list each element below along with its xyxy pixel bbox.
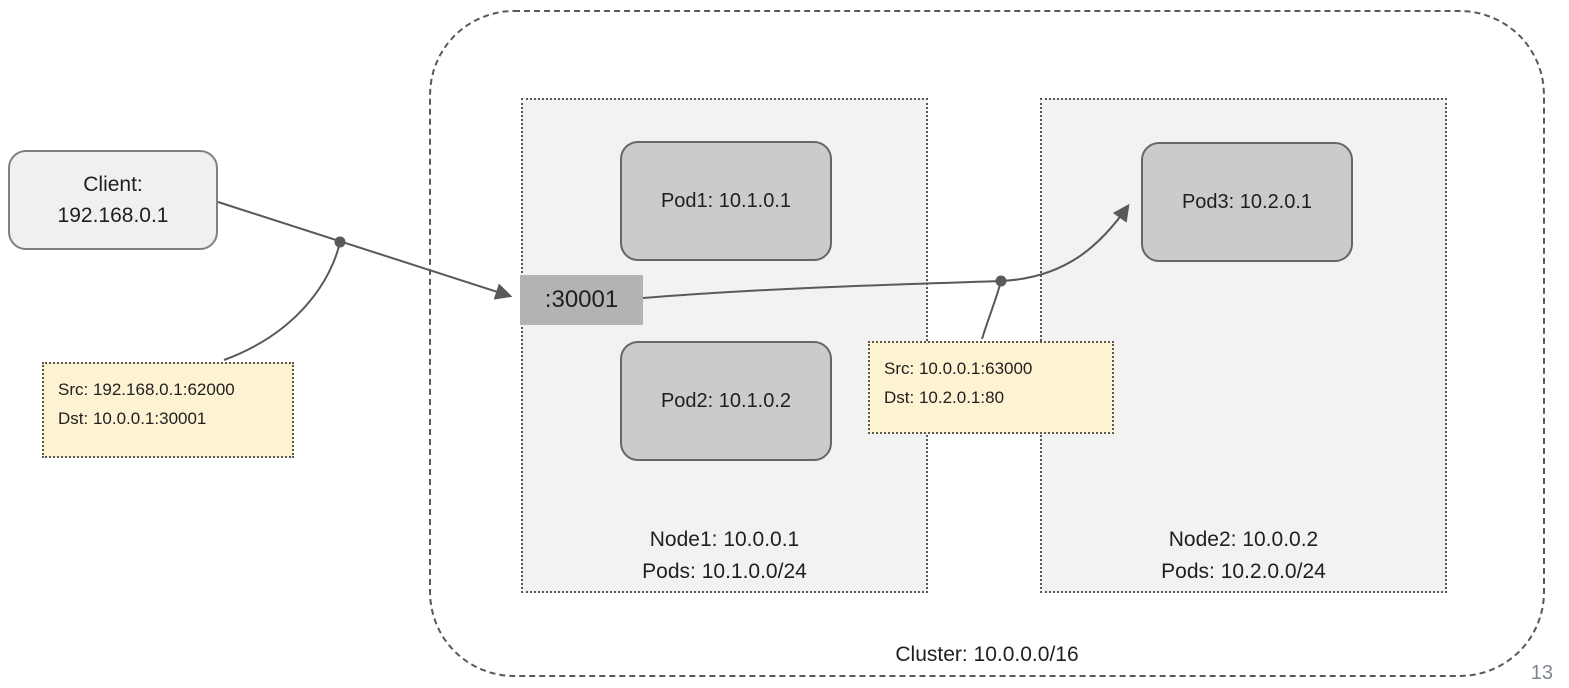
page-number: 13 [1530,662,1553,684]
snat-packet-note: Src: 10.0.0.1:63000 Dst: 10.2.0.1:80 [868,341,1114,434]
pod2-box: Pod2: 10.1.0.2 [620,341,832,461]
client-box: Client: 192.168.0.1 [8,150,218,250]
cluster-label: Cluster: 10.0.0.0/16 [895,643,1079,666]
node2-title: Node2: 10.0.0.2 [1168,528,1319,551]
snat-packet-dst: Dst: 10.2.0.1:80 [884,387,1005,407]
pod3-box: Pod3: 10.2.0.1 [1141,142,1353,262]
pod2-label: Pod2: 10.1.0.2 [660,389,792,412]
node1-title: Node1: 10.0.0.1 [649,528,800,551]
cluster-boundary: Cluster: 10.0.0.0/16 [429,10,1545,677]
client-packet-note: Src: 192.168.0.1:62000 Dst: 10.0.0.1:300… [42,362,294,458]
pod1-label: Pod1: 10.1.0.1 [660,189,792,212]
client-ip: 192.168.0.1 [57,204,169,227]
client-packet-note-connector [223,241,341,361]
client-packet-dst: Dst: 10.0.0.1:30001 [58,408,207,428]
client-title: Client: [83,172,143,196]
node1-pods-cidr: Pods: 10.1.0.0/24 [642,559,807,583]
pod3-label: Pod3: 10.2.0.1 [1181,190,1313,213]
node2-label: Node2: 10.0.0.2 Pods: 10.2.0.0/24 [1042,524,1445,587]
junction-dot-client-line [334,236,346,248]
client-packet-src: Src: 192.168.0.1:62000 [58,380,235,399]
node1-box: Pod1: 10.1.0.1 Pod2: 10.1.0.2 Node1: 10.… [521,98,928,593]
snat-packet-src: Src: 10.0.0.1:63000 [884,359,1033,378]
node1-label: Node1: 10.0.0.1 Pods: 10.1.0.0/24 [523,524,926,587]
pod1-box: Pod1: 10.1.0.1 [620,141,832,261]
node2-pods-cidr: Pods: 10.2.0.0/24 [1161,559,1326,583]
nodeport-label: :30001 [544,286,619,313]
node2-box: Pod3: 10.2.0.1 Node2: 10.0.0.2 Pods: 10.… [1040,98,1447,593]
nodeport-badge: :30001 [520,275,643,325]
